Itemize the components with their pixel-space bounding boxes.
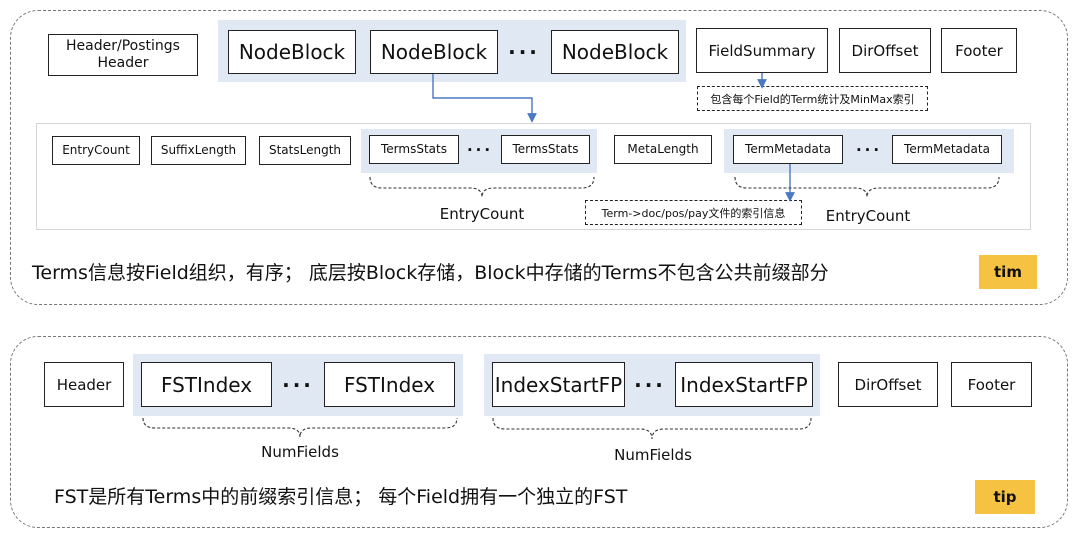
tip-panel (10, 336, 1068, 528)
index-start-fp-brace (492, 417, 812, 440)
tim-panel (10, 10, 1068, 305)
fst-index-ellipsis: ··· (282, 372, 314, 397)
dir-offset-box: DirOffset (839, 28, 931, 73)
nodeblock-box-1: NodeBlock (228, 30, 356, 74)
header-postings-box: Header/Postings Header (48, 34, 198, 76)
tip-footer-box: Footer (951, 362, 1032, 407)
meta-length-box: MetaLength (614, 135, 712, 164)
tim-caption: Terms信息按Field组织，有序； 底层按Block存储，Block中存储的… (32, 262, 829, 284)
tip-tag: tip (975, 480, 1035, 514)
term-metadata-brace (734, 176, 1000, 198)
stats-length-box: StatsLength (259, 136, 351, 165)
entry-count-box: EntryCount (52, 136, 140, 165)
terms-stats-brace (369, 176, 595, 198)
index-start-fp-ellipsis: ··· (634, 372, 666, 397)
tim-tag: tim (979, 255, 1037, 289)
field-summary-note: 包含每个Field的Term统计及MinMax索引 (697, 86, 928, 111)
fst-index-box-2: FSTIndex (324, 362, 455, 407)
tip-caption: FST是所有Terms中的前缀索引信息； 每个Field拥有一个独立的FST (54, 486, 628, 508)
terms-stats-box-1: TermsStats (369, 135, 459, 164)
terms-stats-box-2: TermsStats (501, 135, 590, 164)
fp-brace-label: NumFields (614, 446, 692, 464)
index-start-fp-box-1: IndexStartFP (492, 362, 625, 407)
suffix-length-box: SuffixLength (151, 136, 246, 165)
fst-index-box-1: FSTIndex (141, 362, 272, 407)
fst-index-brace (142, 417, 458, 438)
nodeblock-ellipsis: ··· (508, 40, 540, 64)
fst-brace-label: NumFields (261, 443, 339, 461)
term-metadata-ellipsis: ··· (855, 140, 883, 159)
nodeblock-box-3: NodeBlock (551, 30, 679, 74)
terms-stats-ellipsis: ··· (466, 140, 494, 159)
term-metadata-note: Term->doc/pos/pay文件的索引信息 (585, 200, 802, 225)
tip-header-box: Header (44, 362, 124, 407)
term-metadata-box-2: TermMetadata (892, 135, 1002, 164)
index-start-fp-box-2: IndexStartFP (675, 362, 813, 407)
tip-dir-offset-box: DirOffset (838, 362, 938, 407)
footer-box: Footer (941, 28, 1017, 73)
field-summary-box: FieldSummary (696, 28, 828, 73)
nodeblock-box-2: NodeBlock (370, 30, 498, 74)
nodeblock-detail-arrow (432, 74, 537, 123)
term-metadata-box-1: TermMetadata (733, 135, 843, 164)
term-metadata-brace-label: EntryCount (825, 207, 911, 225)
terms-stats-brace-label: EntryCount (439, 205, 525, 223)
